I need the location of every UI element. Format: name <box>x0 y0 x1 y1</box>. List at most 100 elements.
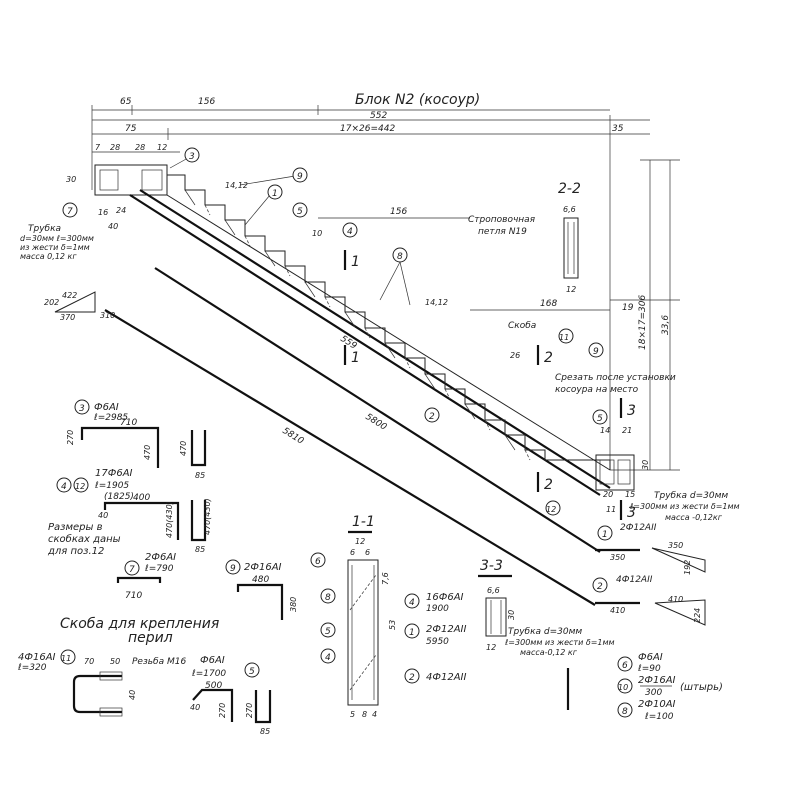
item5-d270a: 270 <box>218 703 227 718</box>
item9-d480: 480 <box>252 575 269 585</box>
dim-35: 35 <box>612 124 624 134</box>
item7-spec: 2Ф6АI <box>145 552 176 563</box>
dim-40: 40 <box>108 222 118 231</box>
item3-d710: 710 <box>120 418 137 428</box>
dim-65: 65 <box>120 97 132 107</box>
item3-d270: 270 <box>66 430 75 445</box>
dim-12: 12 <box>157 143 167 152</box>
bracket-title-1: Скоба для крепления <box>60 616 219 632</box>
item1-d192: 192 <box>683 560 692 575</box>
sizes-note-2: скобках даны <box>48 533 121 545</box>
callout-1-top: 1 <box>272 189 278 199</box>
item11-d70: 70 <box>84 657 94 666</box>
item5-d85: 85 <box>260 727 270 736</box>
sec11-d53: 53 <box>388 620 397 630</box>
sizes-note-3: для поз.12 <box>47 546 104 557</box>
item3-spec: Ф6АI <box>94 402 119 413</box>
item8-num: 8 <box>622 707 628 717</box>
dim-7: 7 <box>95 143 101 152</box>
item4-d40: 40 <box>98 511 108 520</box>
lifting-loop-1: Строповочная <box>468 215 536 225</box>
triangle-left: 422 202 370 310 <box>44 291 115 322</box>
item2-d410b: 410 <box>668 595 683 604</box>
item-9: 9 2Ф16АI 480 380 <box>225 559 298 620</box>
item11-d40: 40 <box>128 690 137 700</box>
dim-370: 370 <box>60 313 75 322</box>
p1-spec-main: 2Ф12АII <box>620 523 657 533</box>
tube33-1: Трубка d=30мм <box>508 627 582 637</box>
mark-2-bottom: 2 <box>544 477 553 493</box>
item3-num: 3 <box>79 404 85 414</box>
dim-336: 33,6 <box>661 315 671 335</box>
sec11-d6a: 6 <box>350 548 355 557</box>
sec22-d66: 6,6 <box>563 205 576 214</box>
dim-1412: 14,12 <box>225 181 248 190</box>
section-marks: 1 1 2 2 3 3 <box>343 250 636 521</box>
dim-19: 19 <box>622 303 634 313</box>
callout-2: 2 <box>429 412 435 422</box>
callout-7: 7 <box>67 207 73 217</box>
tube-right-3: масса -0,12кг <box>665 513 723 522</box>
callout-8: 8 <box>397 252 403 262</box>
sec11-p2-spec: 4Ф12АII <box>426 672 466 683</box>
item6-spec: Ф6АI <box>638 652 663 663</box>
dim-1412b: 14,12 <box>425 298 448 307</box>
p2-spec-main: 4Ф12АII <box>616 575 653 585</box>
callout-9: 9 <box>297 172 303 182</box>
dim-156: 156 <box>198 97 215 107</box>
tube-right-2: ℓ=300мм из жести δ=1мм <box>629 502 740 511</box>
item-6: 6 Ф6АI ℓ=90 <box>566 652 663 710</box>
item4-d470: 470(430) <box>165 501 174 538</box>
section-3-3-title: 3-3 <box>480 558 503 574</box>
sizes-note: Размеры в скобках даны для поз.12 <box>47 522 121 557</box>
item8-spec: 2Ф10АI <box>638 699 676 710</box>
sec11-d4: 4 <box>372 710 377 719</box>
dim-156b: 156 <box>390 207 407 217</box>
dim-11: 11 <box>606 505 616 514</box>
item1-d350b: 350 <box>668 541 683 550</box>
dim-24: 24 <box>116 206 126 215</box>
item11-len: ℓ=320 <box>17 663 47 673</box>
item-10: 10 2Ф16АI 300 (штырь) <box>617 675 723 698</box>
sec11-callout-4r: 4 <box>409 598 415 608</box>
item4-d400: 400 <box>133 493 150 503</box>
dim-14: 14 <box>600 426 610 435</box>
drawing-title: Блок N2 (косоур) <box>355 92 480 108</box>
tube-left-2: d=30мм ℓ=300мм <box>20 234 94 243</box>
section-1-1: 1-1 12 6 6 7,6 53 5 8 4 6 8 5 4 4 16Ф6АI… <box>310 514 466 719</box>
dim-28b: 28 <box>135 143 145 152</box>
callout-1: 1 <box>602 530 608 540</box>
dim-306: 18×17=306 <box>638 295 648 350</box>
lifting-loop-2: петля N19 <box>478 227 527 237</box>
tube33-2: ℓ=300мм из жести δ=1мм <box>504 638 615 647</box>
item4-d85: 85 <box>195 545 205 554</box>
mark-3-bottom: 3 <box>627 505 636 521</box>
dim-168: 168 <box>540 299 557 309</box>
sec11-p4-spec: 16Ф6АI <box>426 592 464 603</box>
tube33-3: масса-0,12 кг <box>520 648 578 657</box>
item10-len: 300 <box>645 688 662 698</box>
cut-note-1: Срезать после установки <box>555 373 676 383</box>
sec22-d12: 12 <box>566 285 576 294</box>
dim-422: 422 <box>62 291 77 300</box>
dim-15: 15 <box>625 490 635 499</box>
item5-len: ℓ=1700 <box>191 669 226 679</box>
section-2-2: 2-2 6,6 12 <box>558 181 581 294</box>
sec11-d6b: 6 <box>365 548 370 557</box>
tube-right-1: Трубка d=30мм <box>654 491 728 501</box>
item10-num: 10 <box>618 683 628 692</box>
bracket-title-2: перил <box>128 630 173 646</box>
section-3-3: 3-3 6,6 30 12 Трубка d=30мм ℓ=300мм из ж… <box>478 558 615 657</box>
item2-d410: 410 <box>610 606 625 615</box>
callout-5: 5 <box>297 207 303 217</box>
section-2-2-title: 2-2 <box>558 181 581 197</box>
sec11-d5: 5 <box>350 710 355 719</box>
callout-2b: 2 <box>597 582 603 592</box>
callout-12: 12 <box>546 505 556 514</box>
item3-d85: 85 <box>195 471 205 480</box>
sec11-callout-4: 4 <box>325 653 331 663</box>
tube-left-1: Трубка <box>28 224 61 234</box>
callouts-main: 3 9 1 5 4 8 7 11 9 2 5 12 1 2 <box>62 147 613 593</box>
item-1-right: 350 350 192 <box>595 541 706 575</box>
item11-num: 11 <box>61 654 71 663</box>
